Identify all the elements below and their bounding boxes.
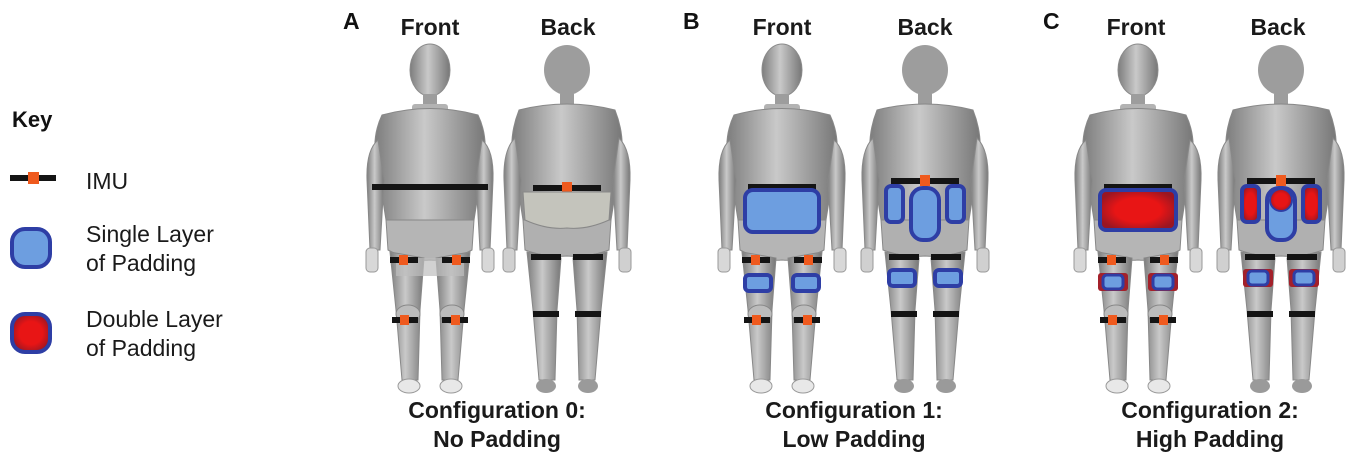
single-padding-pad (947, 186, 964, 222)
single-padding-pad (911, 188, 939, 240)
double-padding-icon (12, 314, 50, 352)
imu-marker (399, 255, 408, 265)
single-padding-pad (1103, 275, 1123, 289)
key-label-single-line1: Single Layer (86, 220, 214, 249)
single-padding-pad (745, 275, 771, 291)
panel-letter-b: B (683, 8, 700, 35)
panel-a-config-title: Configuration 0: No Padding (317, 396, 677, 455)
single-padding-pad (1248, 271, 1268, 285)
panel-c-front-label: Front (1071, 14, 1201, 41)
imu-marker (451, 315, 460, 325)
panel-a-front-figure (366, 44, 494, 393)
panel-a-config-line1: Configuration 0: (317, 396, 677, 425)
double-padding-pad (1303, 186, 1320, 222)
panel-b-config-line2: Low Padding (674, 425, 1034, 454)
imu-marker (452, 255, 461, 265)
imu-icon (10, 172, 56, 184)
panel-c-config-title: Configuration 2: High Padding (1030, 396, 1346, 455)
imu-marker (804, 255, 813, 265)
single-padding-pad (935, 270, 961, 286)
panel-b-back-figure (861, 45, 989, 393)
panel-b-back-label: Back (860, 14, 990, 41)
imu-marker (752, 315, 761, 325)
panel-c-back-figure (1217, 45, 1345, 393)
imu-marker (400, 315, 409, 325)
imu-marker (562, 182, 572, 193)
panel-c-config-line2: High Padding (1030, 425, 1346, 454)
single-padding-pad (889, 270, 915, 286)
imu-marker (803, 315, 812, 325)
single-padding-icon (12, 229, 50, 267)
key-label-single-padding: Single Layer of Padding (86, 220, 214, 279)
panel-b-front-label: Front (717, 14, 847, 41)
imu-marker (1107, 255, 1116, 265)
panel-b-front-figure (718, 44, 846, 393)
panel-a-front-label: Front (365, 14, 495, 41)
waist-strap (372, 184, 488, 190)
double-padding-pad (1100, 190, 1176, 230)
key-label-imu: IMU (86, 167, 128, 196)
panel-a-back-label: Back (503, 14, 633, 41)
single-padding-pad (793, 275, 819, 291)
imu-marker (1159, 315, 1168, 325)
panel-a-config-line2: No Padding (317, 425, 677, 454)
key-label-double-line2: of Padding (86, 334, 223, 363)
key-label-single-line2: of Padding (86, 249, 214, 278)
panel-c-front-figure (1074, 44, 1202, 393)
imu-marker (920, 175, 930, 186)
key-label-double-line1: Double Layer (86, 305, 223, 334)
single-padding-pad (745, 190, 819, 232)
panel-letter-c: C (1043, 8, 1060, 35)
imu-marker (751, 255, 760, 265)
imu-marker (1276, 175, 1286, 186)
imu-marker (1108, 315, 1117, 325)
panel-letter-a: A (343, 8, 360, 35)
key-label-double-padding: Double Layer of Padding (86, 305, 223, 364)
key-title: Key (12, 107, 52, 133)
single-padding-pad (1153, 275, 1173, 289)
imu-marker (1160, 255, 1169, 265)
panel-c-config-line1: Configuration 2: (1030, 396, 1346, 425)
double-padding-pad (1242, 186, 1259, 222)
single-padding-pad (886, 186, 903, 222)
panel-b-config-title: Configuration 1: Low Padding (674, 396, 1034, 455)
panel-a-back-figure (503, 45, 631, 393)
panel-b-config-line1: Configuration 1: (674, 396, 1034, 425)
double-padding-pad (1270, 189, 1292, 211)
single-padding-pad (1294, 271, 1314, 285)
panel-c-back-label: Back (1213, 14, 1343, 41)
